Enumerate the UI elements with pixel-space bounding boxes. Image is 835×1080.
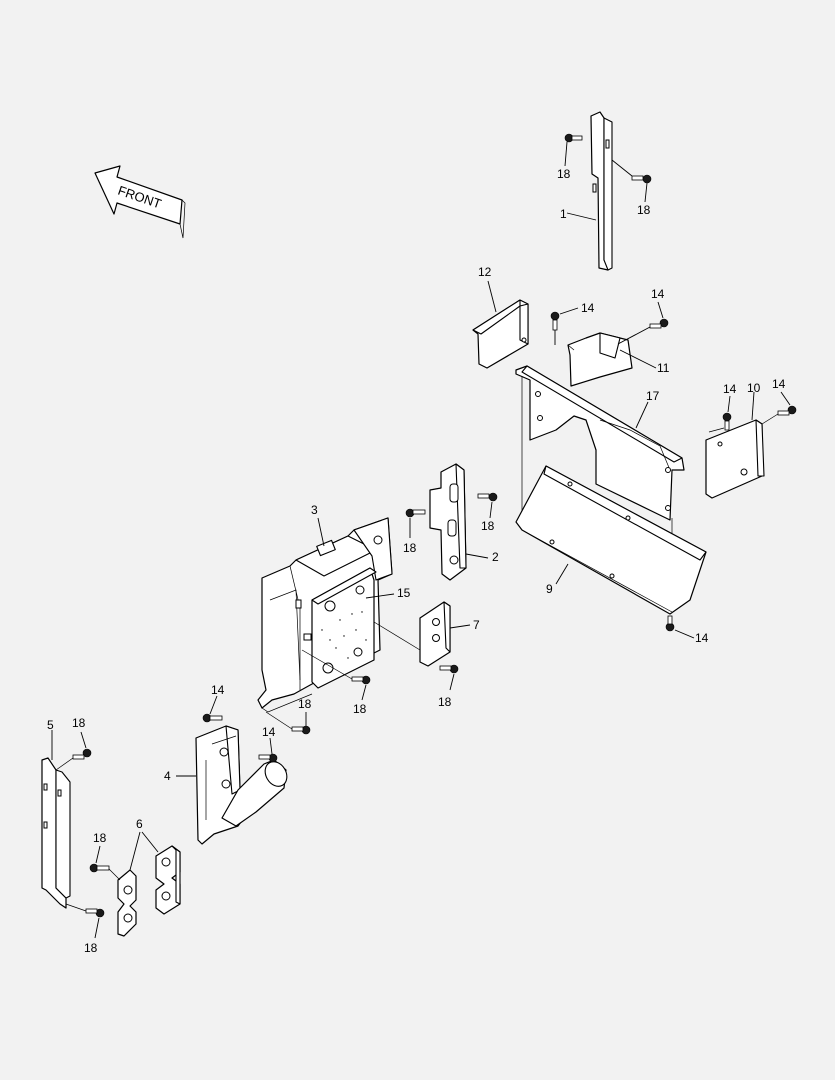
part-7-small-plate [419, 601, 451, 667]
bolt-18-upper-right [631, 174, 652, 184]
callout-18-c: 18 [403, 541, 417, 555]
callout-5: 5 [47, 718, 54, 732]
callout-18-j: 18 [93, 831, 107, 845]
callout-7: 7 [473, 618, 480, 632]
callout-9: 9 [546, 582, 553, 596]
bolt-18-left-of-2 [405, 508, 426, 518]
callout-15: 15 [397, 586, 411, 600]
bolt-14-left-of-10 [722, 412, 732, 431]
bolt-18-top-of-5 [72, 748, 92, 760]
callout-17: 17 [646, 389, 660, 403]
bolt-14-near-11 [649, 318, 669, 329]
part-15-insulation-block [311, 567, 377, 689]
bolt-18-below-15 [351, 675, 371, 685]
part-12-angle-bracket [472, 299, 529, 369]
part-2-mounting-bracket [429, 463, 467, 581]
part-4-duct-bracket [195, 725, 288, 845]
part-5-left-bracket [41, 757, 71, 909]
callout-1: 1 [560, 207, 567, 221]
bolt-18-bottom-of-5 [85, 908, 105, 918]
callout-11: 11 [657, 361, 670, 375]
part-11-curved-shroud [567, 332, 633, 387]
callout-18-d: 18 [481, 519, 495, 533]
callout-18-h: 18 [72, 716, 86, 730]
callout-14-e: 14 [695, 631, 709, 645]
bolt-18-right-of-2 [477, 492, 498, 502]
bolt-18-below-7 [439, 664, 459, 674]
speckle-texture [321, 611, 367, 659]
part-9-lower-chute [515, 465, 707, 615]
callout-4: 4 [164, 769, 171, 783]
bolt-18-below-3 [291, 725, 311, 735]
front-arrow: FRONT [94, 165, 186, 239]
bolt-18-upper-left [564, 133, 583, 143]
callout-18-b: 18 [637, 203, 651, 217]
callout-14-c: 14 [723, 382, 737, 396]
callout-18-a: 18 [557, 167, 571, 181]
bolt-18-left-of-6 [89, 863, 110, 873]
callout-10: 10 [747, 381, 761, 395]
part-17-large-panel [515, 365, 685, 521]
callout-18-g: 18 [438, 695, 452, 709]
bolt-14-top-of-4 [202, 713, 223, 723]
callout-12: 12 [478, 265, 492, 279]
callout-14-g: 14 [262, 725, 276, 739]
callout-14-f: 14 [211, 683, 225, 697]
callout-18-i: 18 [84, 941, 98, 955]
callout-14-d: 14 [772, 377, 786, 391]
callout-18-e: 18 [353, 702, 367, 716]
callout-6: 6 [136, 817, 143, 831]
bolt-14-below-9 [665, 615, 675, 632]
callout-18-f: 18 [298, 697, 312, 711]
part-6-clamp-plates [117, 845, 181, 937]
callout-14-b: 14 [651, 287, 665, 301]
bolt-14-right-of-4 [258, 753, 278, 763]
callout-14-a: 14 [581, 301, 595, 315]
part-1-vertical-bracket [590, 111, 613, 271]
bolt-14-near-12 [550, 311, 560, 331]
callout-2: 2 [492, 550, 499, 564]
bolt-14-right-of-10 [777, 405, 797, 416]
callout-3: 3 [311, 503, 318, 517]
part-10-side-plate [705, 419, 765, 499]
